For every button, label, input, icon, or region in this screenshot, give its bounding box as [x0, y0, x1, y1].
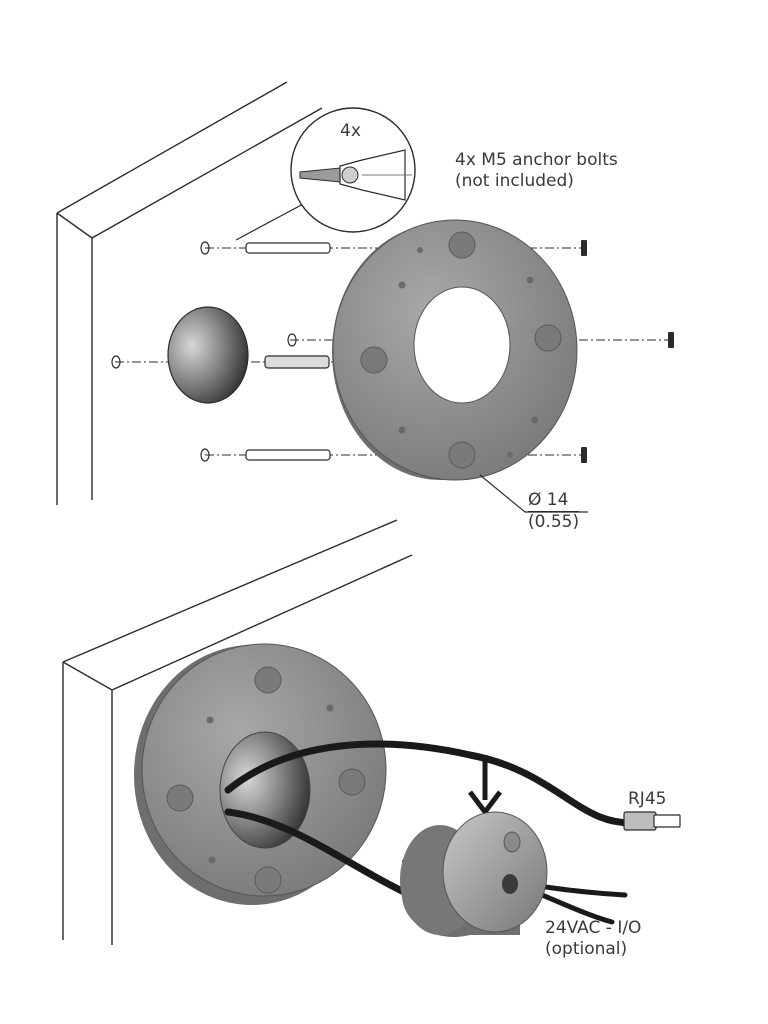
wall-panel-top [56, 81, 323, 505]
arrow-down-icon [468, 755, 502, 817]
drill-quantity-label: 4x [340, 121, 361, 141]
drilled-holes [111, 241, 297, 462]
wall-cable-hole [167, 306, 249, 404]
dimension-leader [479, 474, 588, 513]
rj45-label: RJ45 [628, 789, 667, 809]
power-io-line1: 24VAC - I/O [545, 918, 642, 938]
hole-diameter-callout: Ø 14 (0.55) [528, 490, 580, 533]
anchor-bolts-line1: 4x M5 anchor bolts [455, 150, 618, 170]
anchor-bolts-line2: (not included) [455, 171, 574, 191]
drill-icon [299, 149, 412, 201]
power-io-callout: 24VAC - I/O (optional) [545, 918, 641, 960]
drill-detail-bubble [235, 107, 416, 241]
hole-diameter-in: (0.55) [528, 512, 580, 532]
wall-panel-bottom [62, 519, 413, 945]
cylinder-adapter [400, 811, 548, 938]
anchor-bolts-callout: 4x M5 anchor bolts (not included) [455, 150, 618, 192]
power-io-line2: (optional) [545, 939, 628, 959]
rj45-connector-icon [623, 811, 681, 831]
mounting-plate-bottom [134, 643, 387, 905]
mounting-plate-top [332, 219, 578, 481]
hole-diameter-mm: Ø 14 [528, 490, 580, 512]
